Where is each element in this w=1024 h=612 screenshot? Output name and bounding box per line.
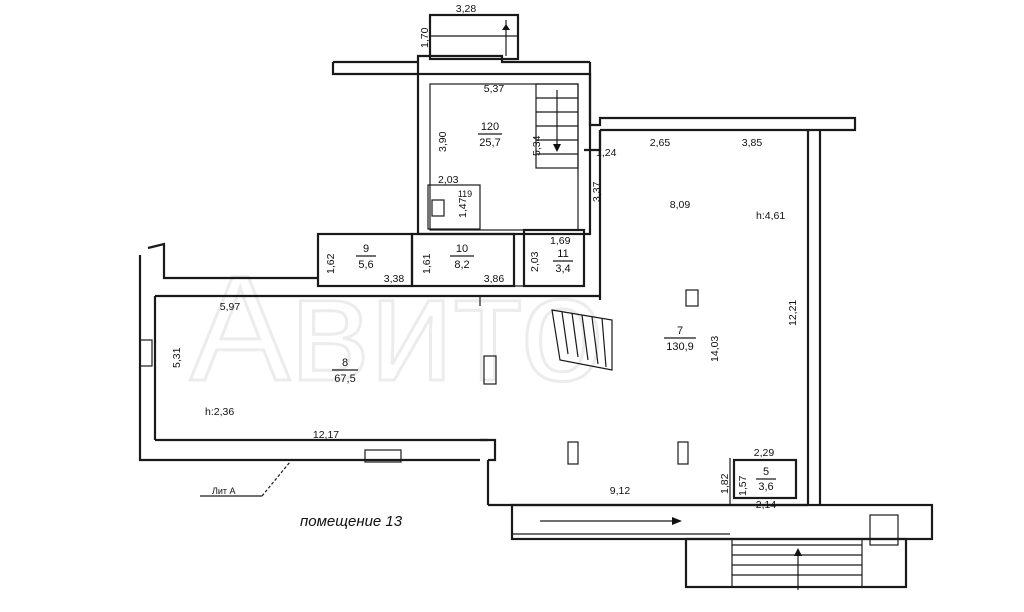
- dim-5-34: 5,34: [531, 135, 543, 156]
- room-area: 5,6: [358, 259, 373, 271]
- dim-1-82: 1,82: [719, 473, 731, 494]
- room-number: 9: [363, 243, 369, 255]
- dim-1-57: 1,57: [737, 475, 749, 496]
- dim-2-14: 2,14: [756, 499, 777, 511]
- room-8-label: 8 67,5 h:2,36: [205, 357, 358, 418]
- room-7-label: 7 130,9 h:4,61: [664, 210, 785, 353]
- room-11-label: 11 3,4: [553, 248, 573, 275]
- room-area: 3,6: [758, 481, 773, 493]
- room-number: 7: [677, 325, 683, 337]
- dim-1-24: 1,24: [596, 147, 617, 159]
- dim-1-70: 1,70: [419, 27, 431, 48]
- dim-3-86: 3,86: [484, 273, 505, 285]
- dimension-labels: 3,28 1,70 5,37 3,90 5,34 2,03 1,47 1,24 …: [171, 3, 799, 511]
- dim-2-03a: 2,03: [438, 174, 459, 186]
- dim-5-37: 5,37: [484, 83, 505, 95]
- dim-3-28: 3,28: [456, 3, 477, 15]
- dim-3-37: 3,37: [591, 181, 603, 202]
- dim-1-61: 1,61: [421, 253, 433, 274]
- dim-12-21: 12,21: [787, 300, 799, 326]
- dim-12-17: 12,17: [313, 429, 339, 441]
- dim-3-90: 3,90: [437, 131, 449, 152]
- room-area: 8,2: [454, 259, 469, 271]
- dim-1-47: 1,47: [457, 197, 469, 218]
- dim-2-03b: 2,03: [529, 251, 541, 272]
- room-10-label: 10 8,2: [450, 243, 474, 271]
- room-area: 67,5: [334, 373, 355, 385]
- room-120-walls: [416, 72, 592, 236]
- room-number: 8: [342, 357, 348, 369]
- dim-5-31: 5,31: [171, 347, 183, 368]
- bottom-ramp: [510, 503, 934, 590]
- room-area: 25,7: [479, 137, 500, 149]
- room-height: h:2,36: [205, 406, 234, 418]
- svg-text:Авито: Авито: [190, 244, 604, 412]
- room-number: 5: [763, 466, 769, 478]
- lit-a-pointer: [200, 461, 291, 497]
- dim-1-62: 1,62: [325, 253, 337, 274]
- room-number: 120: [481, 121, 499, 133]
- dim-3-38: 3,38: [384, 273, 405, 285]
- lit-label: Лит А: [212, 486, 236, 496]
- room-5-walls: [729, 458, 798, 505]
- top-entrance: [428, 13, 520, 61]
- dim-1-69: 1,69: [550, 235, 571, 247]
- room-5-label: 5 3,6: [756, 466, 776, 493]
- room-height: h:4,61: [756, 210, 785, 222]
- watermark: Авито: [189, 243, 606, 414]
- dim-3-85: 3,85: [742, 137, 763, 149]
- dim-5-97: 5,97: [220, 301, 241, 313]
- room-8-walls: [138, 242, 497, 463]
- room-119-label: 119: [458, 189, 472, 199]
- dim-14-03: 14,03: [709, 336, 721, 362]
- dim-8-09: 8,09: [670, 199, 691, 211]
- room-number: 11: [557, 248, 568, 260]
- room-number: 119: [458, 189, 472, 199]
- dim-9-12: 9,12: [610, 485, 631, 497]
- room-area: 3,4: [555, 263, 570, 275]
- upper-wall: [331, 54, 857, 132]
- dim-2-29: 2,29: [754, 447, 775, 459]
- room-area: 130,9: [666, 341, 694, 353]
- room-9-label: 9 5,6: [356, 243, 376, 271]
- room-120-label: 120 25,7: [478, 121, 502, 149]
- plan-caption: помещение 13: [300, 513, 403, 530]
- dim-2-65: 2,65: [650, 137, 671, 149]
- room-number: 10: [456, 243, 468, 255]
- small-rooms-strip: [316, 228, 586, 288]
